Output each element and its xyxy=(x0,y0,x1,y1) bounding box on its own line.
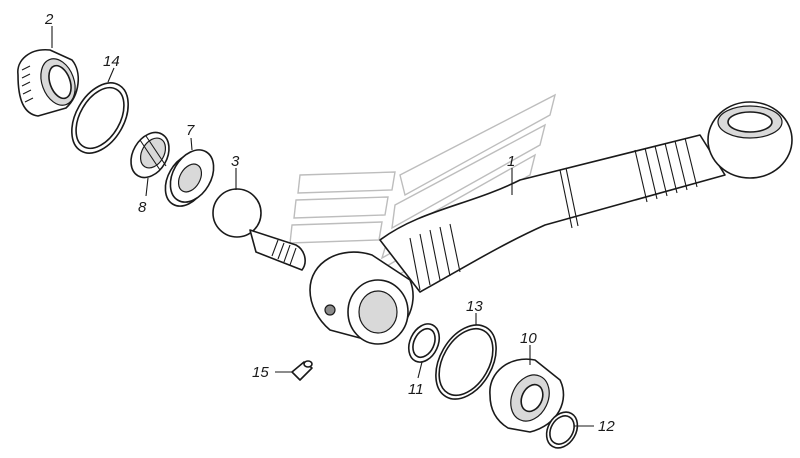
callout-14: 14 xyxy=(103,53,120,70)
part-10-dust-boot xyxy=(489,358,565,433)
leader-lines xyxy=(51,26,594,427)
callout-15: 15 xyxy=(252,364,269,381)
part-2-threaded-nut xyxy=(17,49,79,117)
callout-labels: 2 14 7 3 8 1 13 10 11 12 15 xyxy=(44,11,615,435)
part-13-o-ring xyxy=(435,324,497,400)
callout-13: 13 xyxy=(466,298,483,315)
callout-3: 3 xyxy=(231,153,240,170)
callout-8: 8 xyxy=(138,199,147,216)
callout-7: 7 xyxy=(186,122,195,139)
part-11-snap-ring xyxy=(407,323,441,363)
callout-11: 11 xyxy=(408,381,424,398)
callout-10: 10 xyxy=(520,330,537,347)
callout-1: 1 xyxy=(507,153,515,170)
part-1-tie-rod xyxy=(309,101,793,345)
part-3-ball-stud xyxy=(212,188,306,271)
part-7-bearing-seat xyxy=(164,149,215,207)
part-8-spring-seat xyxy=(130,131,170,179)
part-15-grease-fitting xyxy=(291,360,313,381)
callout-2: 2 xyxy=(44,11,54,28)
callout-12: 12 xyxy=(598,418,615,435)
part-14-shim-ring xyxy=(71,82,129,154)
part-12-small-o-ring xyxy=(545,411,579,449)
